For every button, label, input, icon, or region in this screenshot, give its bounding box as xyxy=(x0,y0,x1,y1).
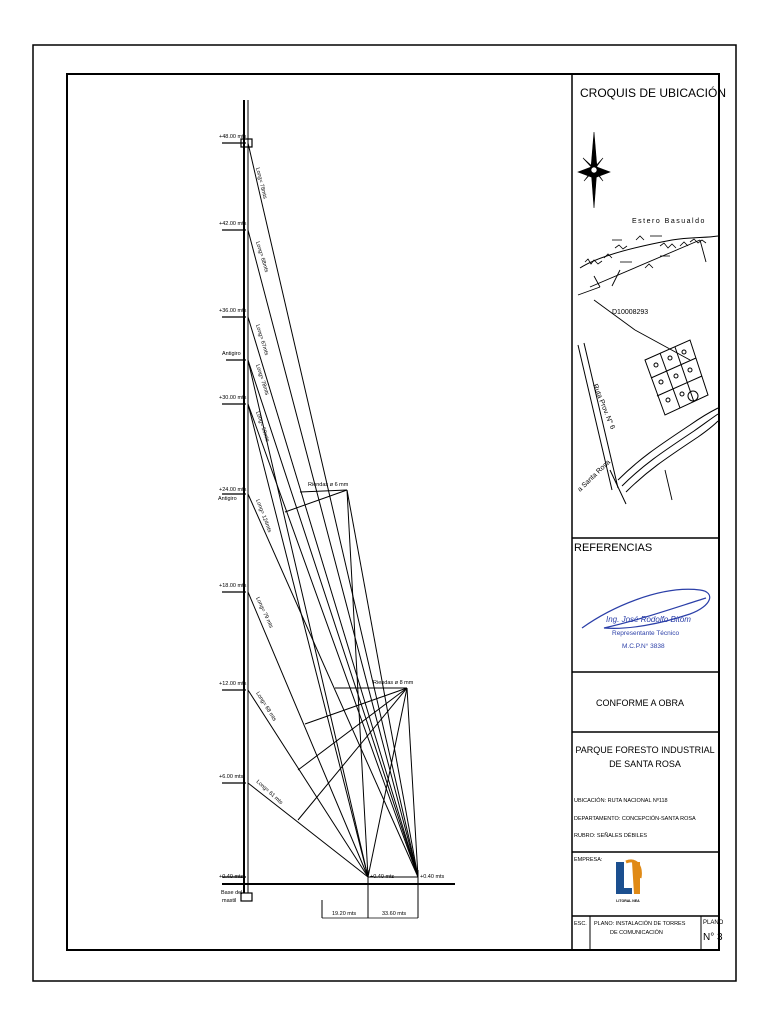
lot-id-label: D10008293 xyxy=(612,309,648,316)
signature-reg: M.C.P.N° 3838 xyxy=(622,642,665,650)
riendas-label-lower: Riendas ø 8 mm xyxy=(373,680,414,686)
riendas-arms xyxy=(284,489,419,878)
level-label-12: +12.00 mts xyxy=(219,681,247,687)
location-sketch: CROQUIS DE UBICACIÓN Estero Basualdo xyxy=(577,85,726,505)
estero-river xyxy=(579,235,719,269)
base-label-2: mastil xyxy=(222,898,236,904)
location-title: CROQUIS DE UBICACIÓN xyxy=(580,85,726,100)
project-title-2: DE SANTA ROSA xyxy=(609,759,681,769)
provincial-road xyxy=(577,342,719,505)
rubro-label: RUBRO: SEÑALES DÉBILES xyxy=(574,832,647,839)
guy-label-3: Long= 67mts xyxy=(254,324,269,357)
plano-header: PLANO xyxy=(703,920,724,926)
compass-rose-icon xyxy=(577,131,611,209)
level-label-48: +48.00 mts xyxy=(219,134,247,140)
guy-label-1: Long= 78mts xyxy=(254,167,268,200)
estero-label: Estero Basualdo xyxy=(632,218,706,225)
level-label-18: +18.00 mts xyxy=(219,583,247,589)
level-label-6: +6.00 mts xyxy=(219,774,244,780)
lot-boundaries xyxy=(577,239,707,501)
plano-label-1: PLANO: INSTALACIÓN DE TORRES xyxy=(594,920,686,927)
inner-frame xyxy=(66,73,720,951)
references-section: REFERENCIAS Ing. José Rodolfo Bitom Repr… xyxy=(574,542,711,650)
ubicacion-label: UBICACIÓN: RUTA NACIONAL Nº118 xyxy=(574,797,668,804)
level-ticks xyxy=(222,142,246,878)
empresa-label: EMPRESA: xyxy=(574,857,603,863)
level-label-36: +36.00 mts xyxy=(219,308,247,314)
anchor-label-near: +0.40 mts xyxy=(370,874,395,880)
logo-caption: LITORAL NEA xyxy=(616,899,640,903)
level-label-0: +0.40 mts xyxy=(219,874,244,880)
level-label-42: +42.00 mts xyxy=(219,221,247,227)
level-label-24: +24.00 mts xyxy=(219,487,247,493)
company-logo-icon: LITORAL NEA xyxy=(616,859,642,903)
title-column xyxy=(571,74,719,950)
dimension-label-2: 33.60 mts xyxy=(382,911,406,917)
road-label: Ruta Prov. N° 6 xyxy=(591,383,617,431)
conforme-label: CONFORME A OBRA xyxy=(596,698,684,708)
marsh-symbols xyxy=(584,238,707,265)
antigiro-label-lower: Antigiro xyxy=(218,496,237,502)
plano-number: N° 3 xyxy=(703,932,723,943)
outer-frame xyxy=(32,44,737,982)
guy-wires-far xyxy=(247,142,419,878)
guy-label-9: Long= 61 mts xyxy=(255,779,284,806)
mast-base xyxy=(240,892,253,902)
riendas-label-upper: Riendas ø 6 mm xyxy=(308,482,349,488)
departamento-label: DEPARTAMENTO: CONCEPCIÓN-SANTA ROSA xyxy=(574,815,696,822)
santa-rosa-label: a Santa Rosa xyxy=(577,459,612,494)
park-grid xyxy=(644,339,709,416)
signature-name: Ing. José Rodolfo Bitom xyxy=(606,615,691,624)
guy-label-2: Long= 68mts xyxy=(254,241,269,274)
scale-label: ESC. xyxy=(574,921,587,927)
title-block: CONFORME A OBRA PARQUE FORESTO INDUSTRIA… xyxy=(574,698,724,943)
base-label: Base del xyxy=(221,890,242,896)
signature-scribble xyxy=(581,588,711,629)
references-title: REFERENCIAS xyxy=(574,542,652,554)
signature-role: Representante Técnico xyxy=(612,630,679,637)
tower-elevation: +48.00 mts +42.00 mts +36.00 mts Antigir… xyxy=(218,100,455,919)
guy-wires-near xyxy=(247,359,369,878)
anchor-label-far: +0.40 mts xyxy=(420,874,445,880)
anchor-markers xyxy=(321,870,419,918)
antigiro-label-upper: Antigiro xyxy=(222,351,241,357)
project-title-1: PARQUE FORESTO INDUSTRIAL xyxy=(575,745,714,755)
level-label-30: +30.00 mts xyxy=(219,395,247,401)
dimension-label-1: 19.20 mts xyxy=(332,911,356,917)
plano-label-2: DE COMUNICACIÓN xyxy=(610,929,663,936)
